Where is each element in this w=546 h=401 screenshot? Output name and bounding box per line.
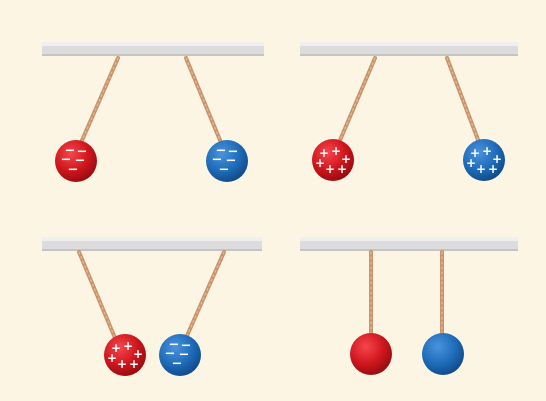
plus-sign: +: [482, 144, 492, 158]
panel-neutral-neutral: [300, 237, 518, 375]
panel-negative-negative: −−−−−−−−−−: [42, 42, 264, 182]
plus-sign: +: [129, 357, 139, 371]
plus-sign: +: [117, 357, 127, 371]
support-bar-shadow: [300, 54, 518, 56]
support-bar-shadow: [42, 249, 262, 251]
plus-sign: +: [337, 162, 347, 176]
support-bar-highlight: [300, 237, 518, 241]
panel-positive-positive: ++++++++++++: [300, 42, 518, 181]
blue-ball: [422, 333, 464, 375]
plus-sign: +: [123, 339, 133, 353]
panel-positive-negative: ++++++−−−−−: [42, 237, 262, 376]
minus-sign: −: [172, 357, 183, 372]
support-bar-highlight: [42, 237, 262, 241]
plus-sign: +: [315, 156, 325, 170]
support-bar-highlight: [300, 42, 518, 46]
support-bar-highlight: [42, 42, 264, 46]
support-bar-shadow: [300, 249, 518, 251]
support-bar-shadow: [42, 54, 264, 56]
plus-sign: +: [331, 144, 341, 158]
plus-sign: +: [466, 156, 476, 170]
minus-sign: −: [68, 163, 79, 178]
plus-sign: +: [325, 162, 335, 176]
plus-sign: +: [476, 162, 486, 176]
plus-sign: +: [488, 162, 498, 176]
string-twist: [186, 252, 224, 338]
minus-sign: −: [219, 163, 230, 178]
plus-sign: +: [107, 351, 117, 365]
red-ball: [350, 333, 392, 375]
